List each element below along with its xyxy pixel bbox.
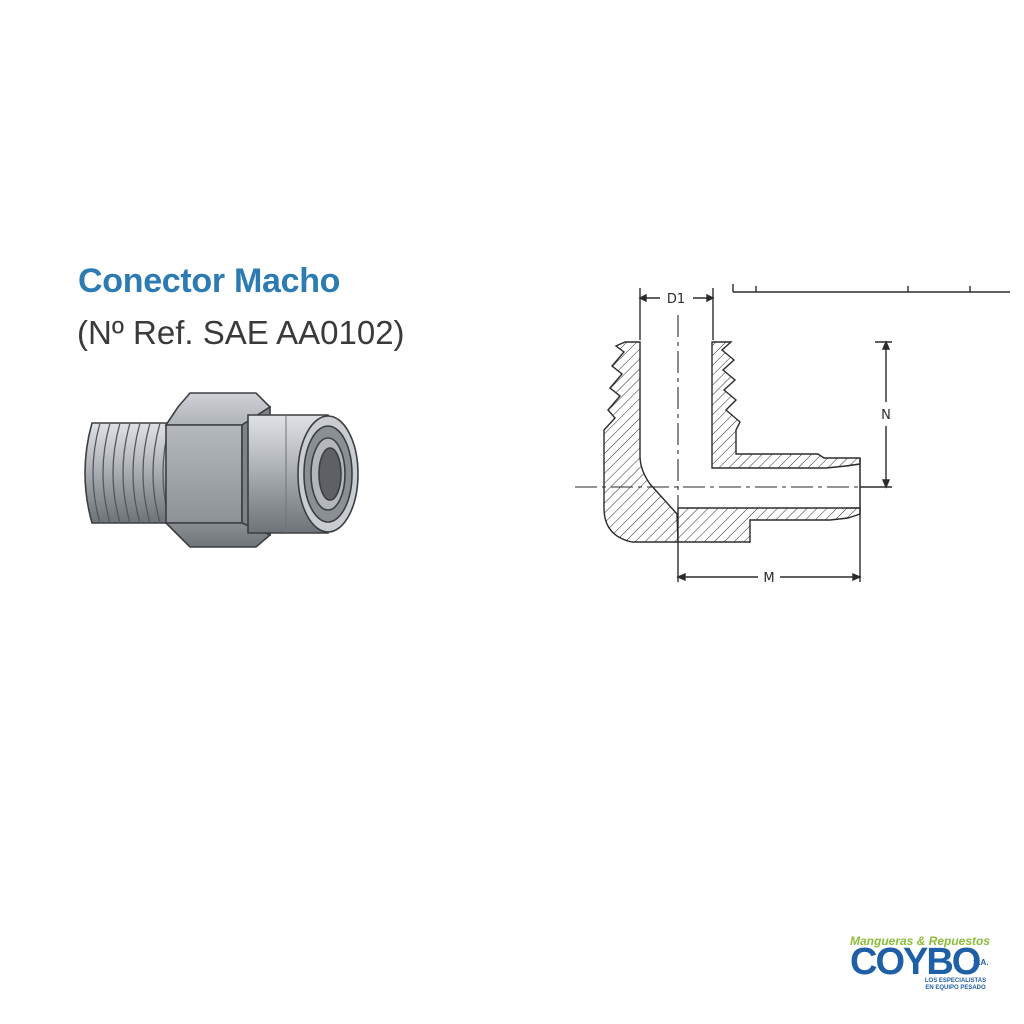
product-title: Conector Macho	[78, 262, 341, 300]
dimension-label-n: N	[881, 408, 891, 423]
collet-sleeve	[247, 414, 359, 534]
company-logo: Mangueras & Repuestos COYBO S.A. LOS ESP…	[845, 928, 1005, 996]
logo-wordmark: COYBO	[850, 941, 981, 983]
logo-suffix: S.A.	[973, 958, 989, 967]
logo-tagline-line-1: LOS ESPECIALISTAS	[924, 978, 987, 984]
product-reference: (Nº Ref. SAE AA0102)	[77, 314, 405, 351]
logo-top-text: Mangueras & Repuestos	[850, 934, 991, 948]
logo-tagline-line-2: EN EQUIPO PESADO	[925, 985, 986, 991]
logo-tagline: LOS ESPECIALISTAS EN EQUIPO PESADO	[918, 978, 993, 992]
elbow-section-icon: D1 N M	[575, 284, 1010, 586]
fitting-photo-icon	[84, 392, 359, 548]
dimension-label-m: M	[763, 571, 774, 586]
dimension-label-d1: D1	[667, 292, 685, 307]
